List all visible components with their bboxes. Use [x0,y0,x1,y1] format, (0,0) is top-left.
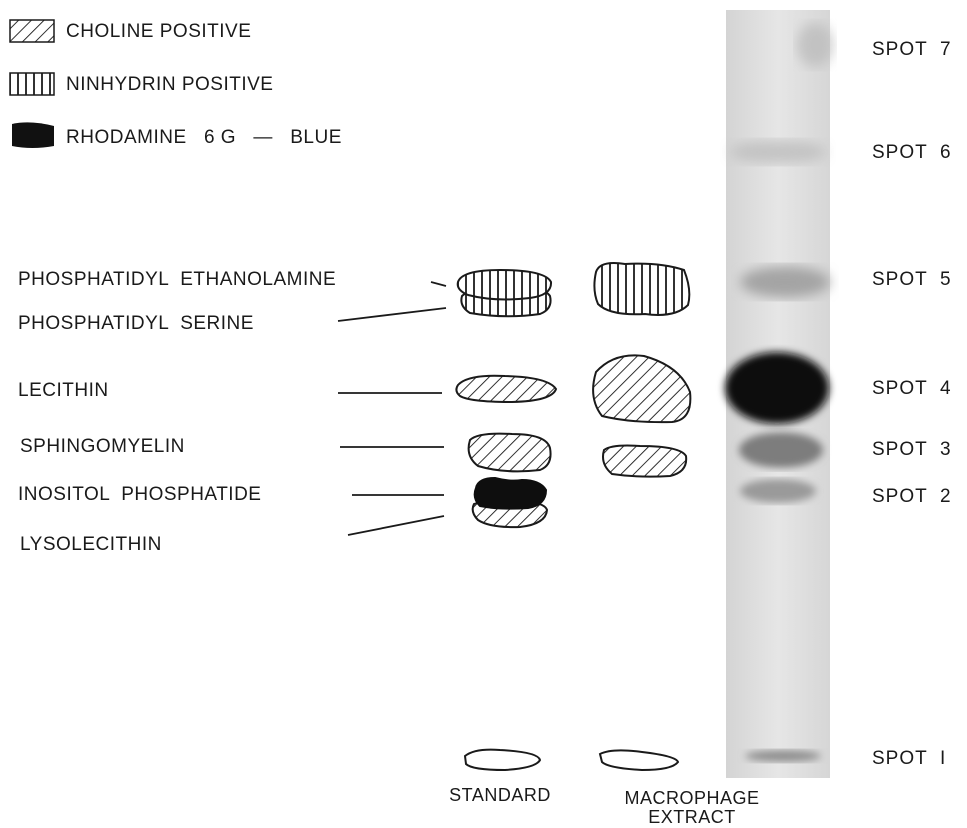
strip-band-spot2 [740,479,816,503]
compound-label-lysolecithin: LYSOLECITHIN [20,534,162,556]
macrophage-blob-phosphatidyl-ethanolamine [594,263,689,315]
legend-swatch-choline [10,20,54,42]
spot-label-1: SPOT I [872,748,946,770]
column-label-extract: EXTRACT [612,806,772,828]
column-label-standard: STANDARD [430,784,570,806]
compound-label-lecithin: LECITHIN [18,380,109,402]
spot-label-7: SPOT 7 [872,39,952,61]
legend-swatch-ninhydrin [10,73,54,95]
spot-label-5: SPOT 5 [872,269,952,291]
compound-label-phosphatidyl-ethanolamine: PHOSPHATIDYL ETHANOLAMINE [18,269,336,291]
standard-blob-sphingomyelin [469,434,551,472]
standard-blob-origin [465,750,540,770]
standard-blob-inositol-phosphatide [475,478,546,509]
compound-label-phosphatidyl-serine: PHOSPHATIDYL SERINE [18,313,254,335]
spot-label-4: SPOT 4 [872,378,952,400]
legend-swatch-rhodamine [12,122,54,148]
macrophage-blob-origin [600,750,678,770]
standard-blob-lecithin [456,376,556,402]
strip-band-spot1 [745,750,821,762]
strip-band-spot4 [725,352,829,424]
leader-line-serine [338,308,446,321]
spot-label-3: SPOT 3 [872,439,952,461]
legend-label-choline: CHOLINE POSITIVE [66,21,251,43]
strip-band-spot6 [730,140,826,164]
strip-band-spot3 [739,432,823,468]
compound-label-sphingomyelin: SPHINGOMYELIN [20,436,185,458]
standard-column [456,270,556,770]
macrophage-blob-lecithin [593,355,690,422]
leader-line-lysolecithin [348,516,444,535]
standard-blob-phosphatidyl-ethanolamine [458,270,551,299]
spot-label-2: SPOT 2 [872,486,952,508]
spot-label-6: SPOT 6 [872,142,952,164]
chromatogram-strip [725,10,833,778]
macrophage-blob-sphingomyelin [603,446,686,477]
strip-band-spot7 [797,23,833,67]
strip-band-spot5 [740,266,830,298]
leader-lines [338,282,446,535]
leader-line-ethanolamine [431,282,446,286]
compound-label-inositol-phosphatide: INOSITOL PHOSPHATIDE [18,484,261,506]
legend-label-rhodamine: RHODAMINE 6 G — BLUE [66,127,342,149]
macrophage-column [593,263,690,770]
legend-label-ninhydrin: NINHYDRIN POSITIVE [66,74,273,96]
